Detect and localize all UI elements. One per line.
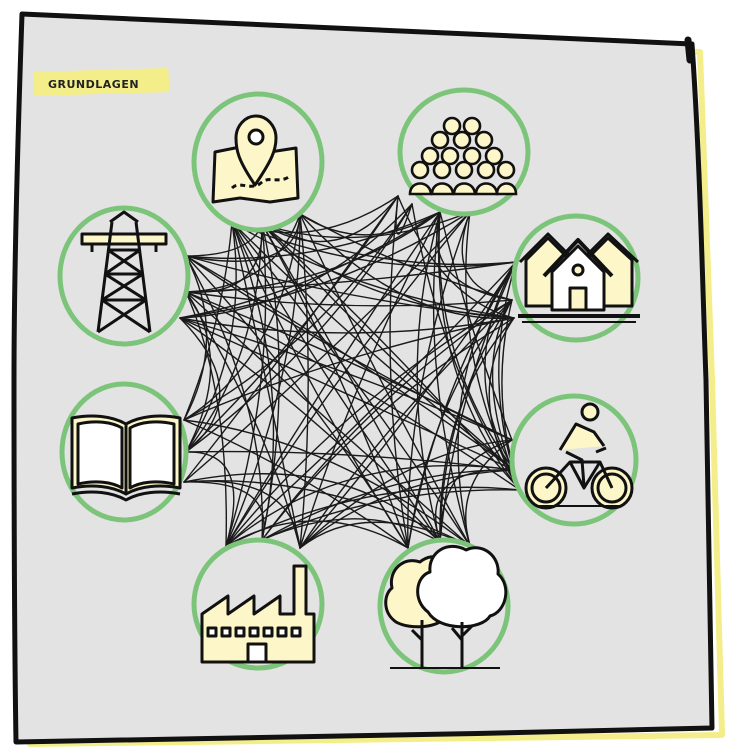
cyclist-icon	[524, 402, 634, 510]
connection-line	[179, 211, 471, 319]
connection-line	[437, 211, 521, 491]
connection-line	[491, 299, 521, 491]
connection-line	[185, 213, 301, 262]
connection-line	[185, 255, 515, 319]
connection-line	[407, 211, 471, 549]
connection-line	[299, 213, 471, 547]
connection-line	[261, 223, 521, 491]
connection-line	[225, 213, 301, 547]
connection-line	[461, 211, 513, 301]
connection-line	[185, 291, 521, 491]
connection-line	[261, 211, 471, 239]
connection-line	[185, 255, 264, 541]
connection-line	[231, 221, 441, 543]
connection-line	[183, 480, 301, 549]
connection-network	[179, 195, 521, 549]
connection-line	[261, 223, 517, 266]
connection-line	[179, 317, 515, 471]
connection-line	[261, 518, 441, 543]
connection-line	[432, 211, 471, 547]
connection-line	[183, 213, 301, 421]
connection-line	[261, 223, 515, 471]
section-label: GRUNDLAGEN	[33, 68, 170, 96]
map-location-icon	[211, 114, 300, 204]
connection-line	[183, 473, 441, 543]
open-book-icon	[70, 414, 182, 502]
houses-icon	[518, 232, 640, 323]
connection-line	[185, 291, 513, 441]
node-industry	[191, 537, 325, 671]
node-housing	[511, 213, 641, 343]
connection-line	[299, 439, 513, 549]
connection-line	[225, 223, 267, 547]
factory-icon	[200, 564, 316, 664]
connection-line	[231, 221, 517, 268]
connection-line	[457, 261, 517, 547]
connection-line	[261, 223, 441, 543]
connection-line	[185, 291, 212, 453]
board-frame	[11, 11, 715, 745]
node-people	[397, 87, 531, 217]
connection-line	[185, 451, 235, 547]
connection-line	[183, 255, 208, 421]
board	[14, 14, 712, 742]
connection-line	[299, 299, 513, 549]
connection-line	[439, 299, 513, 543]
connection-line	[179, 203, 413, 319]
label-highlight	[33, 68, 170, 96]
connection-line	[225, 464, 515, 547]
people-crowd-icon	[408, 116, 518, 196]
connection-line	[407, 261, 517, 549]
connection-line	[185, 450, 515, 471]
connection-line	[183, 211, 471, 483]
frame-corner-stroke	[684, 36, 694, 64]
connection-line	[439, 317, 515, 543]
connection-line	[389, 195, 409, 549]
connection-line	[397, 195, 515, 319]
power-pylon-icon	[80, 210, 168, 334]
connection-line	[185, 211, 441, 260]
section-label-text: GRUNDLAGEN	[48, 78, 139, 91]
connection-line	[225, 211, 441, 547]
connection-line	[183, 481, 265, 541]
connection-line	[183, 195, 399, 483]
connection-line	[183, 221, 233, 421]
connection-line	[407, 299, 513, 549]
trees-icon	[384, 544, 508, 669]
node-energy	[57, 205, 191, 347]
connection-line	[183, 419, 409, 549]
connection-line	[185, 213, 301, 293]
connection-line	[185, 261, 517, 293]
node-nature	[377, 537, 511, 675]
connection-line	[185, 291, 471, 547]
connection-line	[261, 223, 409, 549]
connection-line	[231, 221, 515, 319]
connection-line	[231, 221, 275, 541]
connection-line	[185, 291, 513, 307]
connection-line	[299, 521, 471, 549]
connection-line	[183, 203, 413, 421]
connection-line	[185, 195, 399, 453]
connection-line	[179, 317, 513, 441]
connection-line	[185, 255, 409, 549]
connection-line	[299, 211, 441, 549]
connection-line	[225, 520, 409, 549]
node-mobility	[509, 393, 639, 527]
connection-line	[179, 317, 221, 453]
connection-line	[185, 255, 515, 471]
node-ring	[57, 205, 191, 347]
node-map	[191, 91, 325, 233]
node-knowledge	[59, 381, 189, 523]
connection-line	[501, 299, 515, 471]
connection-line	[179, 317, 515, 334]
connection-line	[231, 221, 301, 549]
connection-line	[299, 213, 309, 549]
